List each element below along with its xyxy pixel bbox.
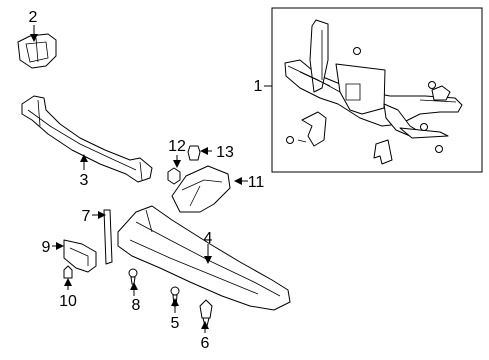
part-13-grommet xyxy=(187,145,201,161)
part-4-lower-panel xyxy=(117,205,291,311)
callout-5: 5 xyxy=(171,315,180,332)
callout-2: 2 xyxy=(29,9,38,26)
callout-6: 6 xyxy=(201,335,210,352)
part-11-bracket xyxy=(171,165,231,213)
callout-11: 11 xyxy=(248,174,265,191)
part-8-fastener xyxy=(128,268,138,285)
callout-9: 9 xyxy=(42,239,51,256)
part-12-nut xyxy=(167,167,181,185)
callout-10: 10 xyxy=(59,293,77,310)
part-2-bracket xyxy=(17,33,57,69)
callout-13: 13 xyxy=(216,144,234,161)
callout-3: 3 xyxy=(80,172,89,189)
callout-7: 7 xyxy=(82,208,91,225)
callout-12: 12 xyxy=(168,138,186,155)
radiator-support-assembly xyxy=(284,19,463,165)
part-10-clip xyxy=(63,265,73,279)
callout-1: 1 xyxy=(254,78,263,95)
part-3-tie-bar xyxy=(21,95,153,183)
callout-4: 4 xyxy=(204,230,213,247)
part-7-bracket xyxy=(103,209,113,265)
callout-labels: 1 2 3 4 5 6 7 8 9 10 11 12 13 xyxy=(29,9,265,352)
part-9-bracket xyxy=(63,239,97,273)
callout-8: 8 xyxy=(132,297,141,314)
part-1-assembly-box xyxy=(271,7,483,173)
part-6-fastener xyxy=(199,299,213,327)
leader-lines xyxy=(30,25,272,333)
